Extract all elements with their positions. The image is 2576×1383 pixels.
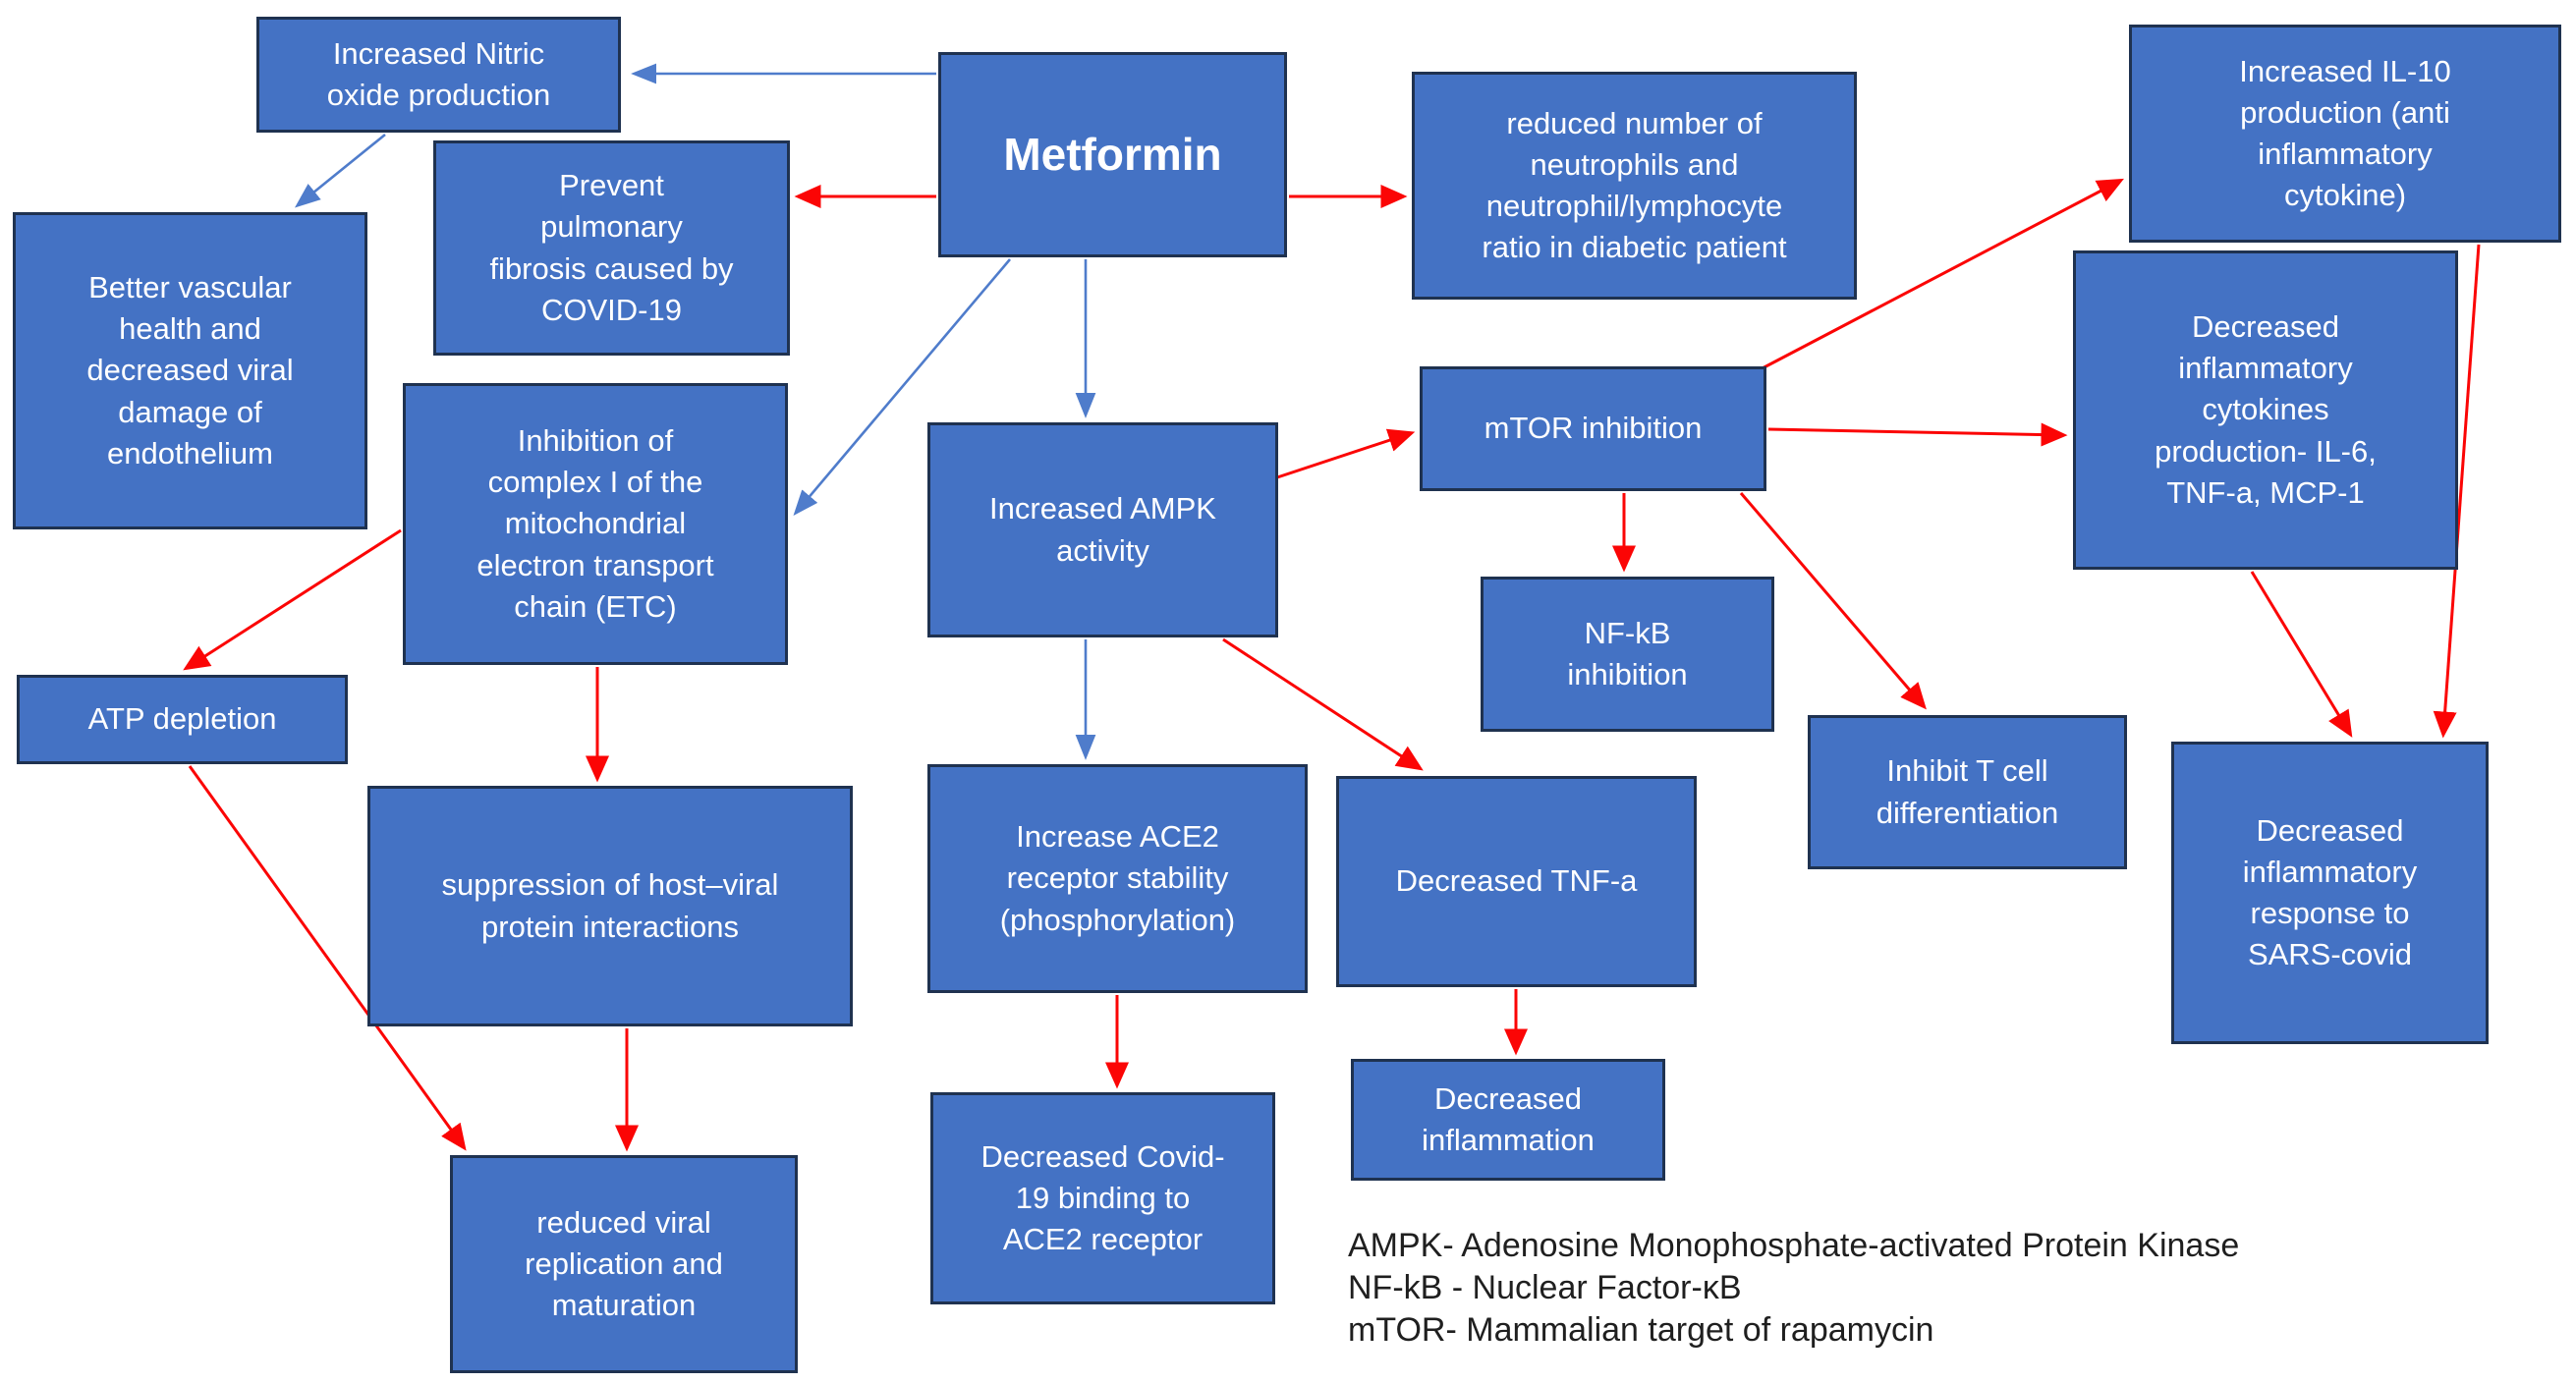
node-suppression-host-viral: suppression of host–viral protein intera… [367, 786, 853, 1026]
node-decreased-tnfa: Decreased TNF-a [1336, 776, 1697, 987]
node-atp-depletion: ATP depletion [17, 675, 348, 764]
node-better-vascular-health: Better vascular health and decreased vir… [13, 212, 367, 529]
edge-ampk-to-mtor [1259, 428, 1416, 485]
node-prevent-pulmonary-fibrosis: Prevent pulmonary fibrosis caused by COV… [433, 140, 790, 356]
legend-line-nfkb: NF-kB - Nuclear Factor-κB [1348, 1269, 1742, 1306]
edge-mtor-to-inhibit-t-cell [1739, 492, 1927, 710]
edge-mtor-to-cytokines [1767, 422, 2068, 447]
node-inhibit-t-cell: Inhibit T cell differentiation [1808, 715, 2127, 869]
edge-nitric-to-vascular [294, 133, 386, 208]
legend-line-ampk: AMPK- Adenosine Monophosphate-activated … [1348, 1227, 2240, 1264]
node-nfkb-inhibition: NF-kB inhibition [1481, 577, 1774, 732]
node-increased-ampk: Increased AMPK activity [927, 422, 1278, 637]
node-increase-ace2-stability: Increase ACE2 receptor stability (phosph… [927, 764, 1308, 993]
edge-mtor-to-il10 [1756, 178, 2124, 373]
edge-il10-to-sars-response [2433, 244, 2481, 739]
node-decreased-inflammatory-cytokines: Decreased inflammatory cytokines product… [2073, 250, 2458, 570]
node-metformin: Metformin [938, 52, 1287, 257]
edge-metformin-to-complex1 [793, 258, 1011, 516]
node-inhibition-complex1: Inhibition of complex I of the mitochond… [403, 383, 788, 665]
edge-cytokines-to-sars-response [2250, 571, 2353, 738]
edge-atp-to-reduced-viral [188, 765, 467, 1151]
node-mtor-inhibition: mTOR inhibition [1420, 366, 1766, 491]
node-decreased-covid-binding: Decreased Covid- 19 binding to ACE2 rece… [930, 1092, 1275, 1304]
edge-ampk-to-tnfa [1222, 637, 1424, 771]
node-increased-il10: Increased IL-10 production (anti inflamm… [2129, 25, 2561, 243]
edge-complex1-to-atp [183, 528, 402, 671]
legend-line-mtor: mTOR- Mammalian target of rapamycin [1348, 1311, 1934, 1349]
node-reduced-viral-replication: reduced viral replication and maturation [450, 1155, 798, 1373]
node-decreased-inflammation: Decreased inflammation [1351, 1059, 1665, 1181]
node-reduced-neutrophils: reduced number of neutrophils and neutro… [1412, 72, 1857, 300]
abbreviation-legend: AMPK- Adenosine Monophosphate-activated … [1348, 1225, 2239, 1352]
node-increased-nitric-oxide: Increased Nitric oxide production [256, 17, 621, 133]
node-decreased-inflammatory-response: Decreased inflammatory response to SARS-… [2171, 742, 2489, 1044]
